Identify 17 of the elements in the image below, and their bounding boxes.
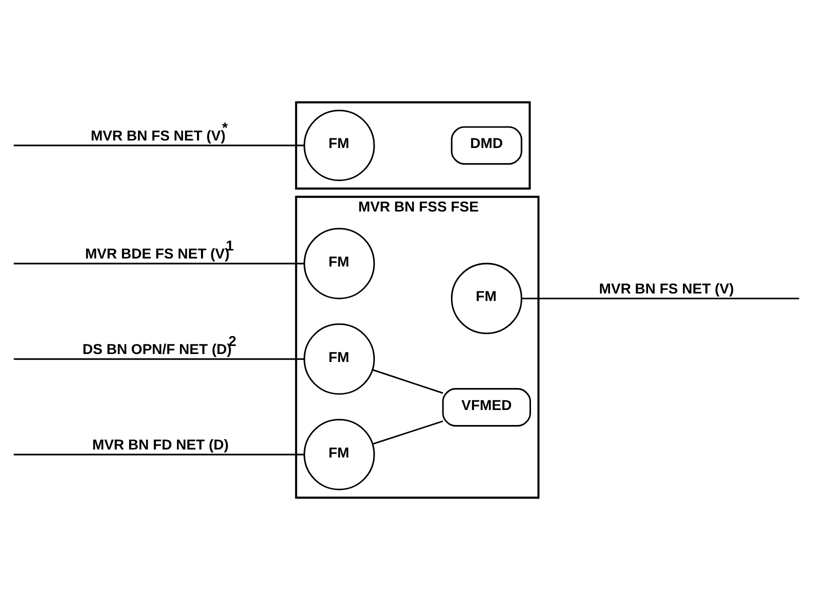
connector [372, 369, 444, 394]
connector [14, 144, 304, 146]
connector [14, 358, 304, 360]
node-box: DMD [450, 126, 522, 165]
node-circle: FM [304, 323, 375, 395]
node-circle: FM [304, 110, 375, 182]
edge-label: MVR BN FS NET (V) [599, 282, 734, 298]
connector [14, 454, 304, 456]
node-circle: FM [304, 228, 375, 300]
cluster [295, 101, 531, 190]
edge-label: MVR BN FD NET (D) [92, 438, 229, 454]
node-circle: FM [450, 262, 522, 334]
node-circle: FM [304, 418, 375, 490]
connector [372, 420, 444, 445]
connector [522, 298, 800, 300]
connector [14, 262, 304, 264]
node-box: VFMED [442, 388, 531, 427]
